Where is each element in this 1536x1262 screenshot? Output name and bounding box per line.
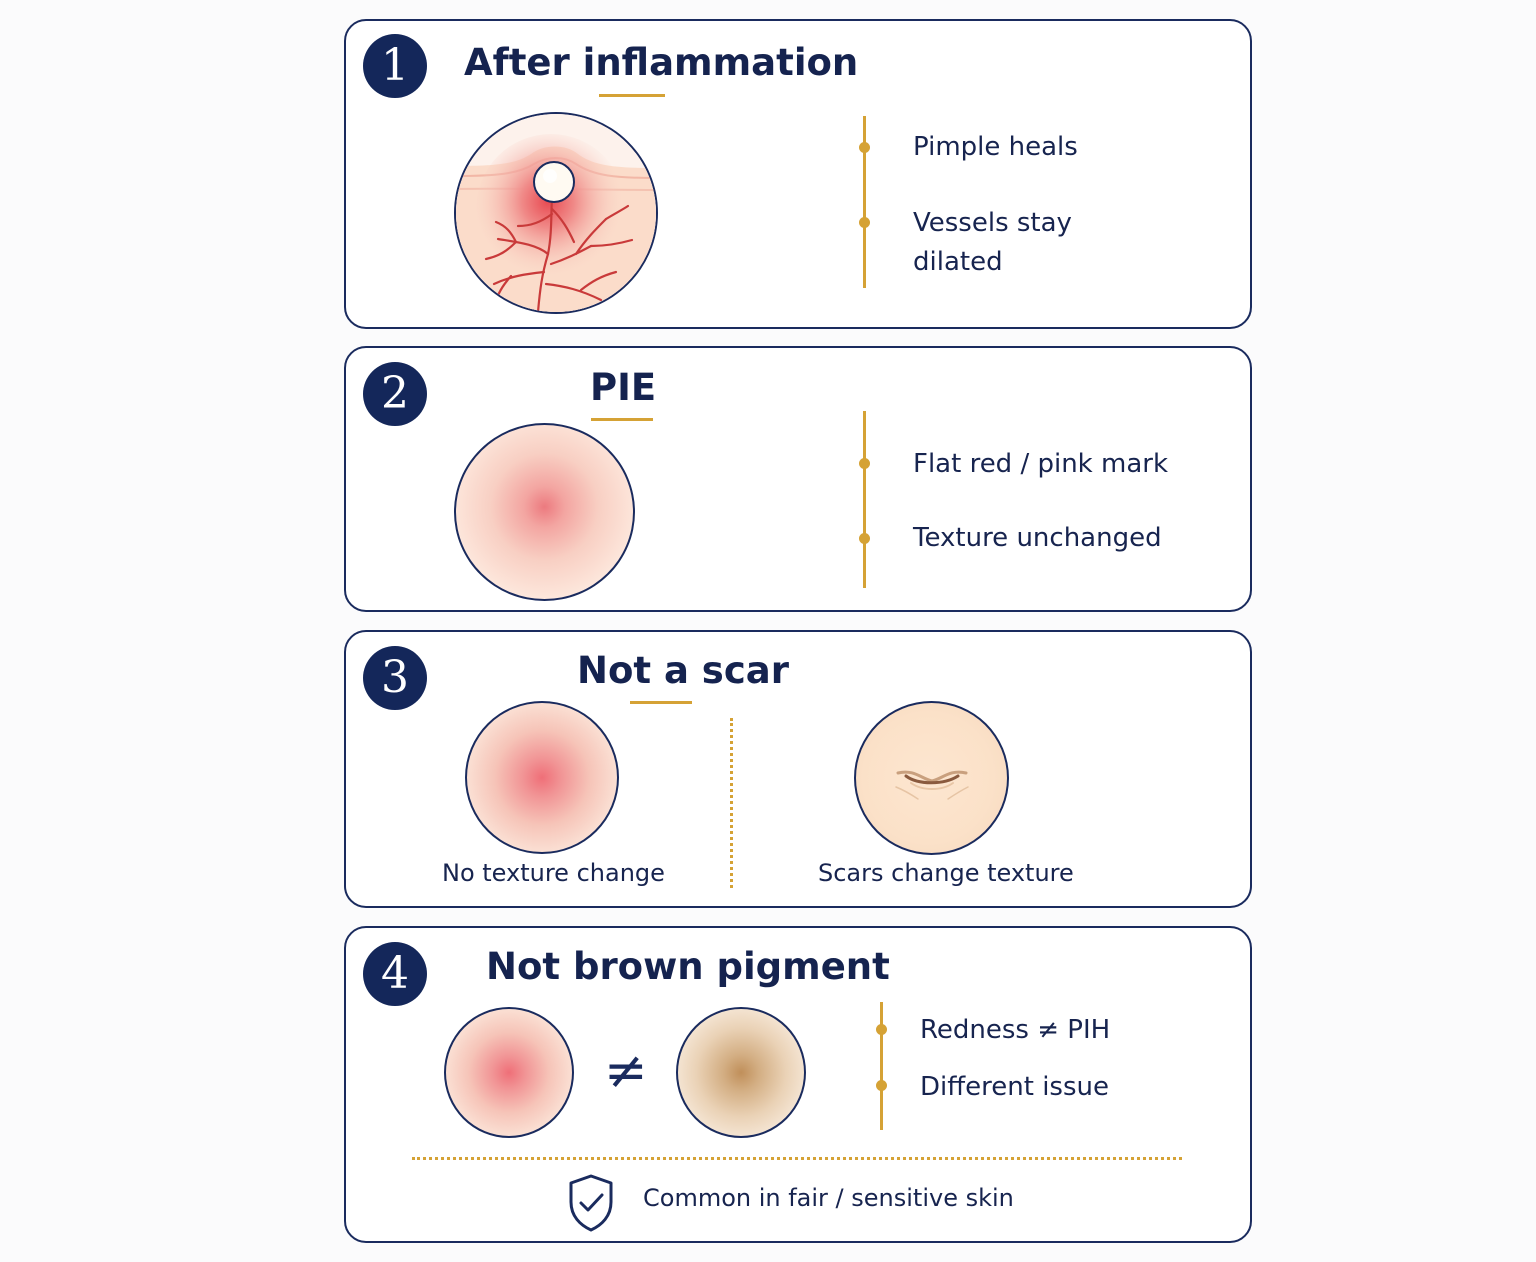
not-equal-symbol: ≠ bbox=[604, 1041, 648, 1101]
blood-vessels bbox=[484, 194, 634, 312]
step-number-badge: 4 bbox=[363, 942, 427, 1006]
step-title: Not brown pigment bbox=[486, 945, 890, 988]
bullet-line bbox=[863, 411, 866, 588]
bullet-line bbox=[863, 116, 866, 288]
bullet-text: Redness ≠ PIH bbox=[920, 1015, 1111, 1045]
title-underline bbox=[591, 418, 653, 421]
bullet-dot bbox=[859, 217, 870, 228]
skin-layers-graphic bbox=[456, 114, 656, 312]
step-1-panel: 1 After inflammation bbox=[344, 19, 1252, 329]
pie-mark-illustration bbox=[454, 423, 635, 601]
bullet-dot bbox=[859, 458, 870, 469]
bullet-line bbox=[880, 1002, 883, 1130]
step-title: PIE bbox=[590, 366, 657, 409]
bullet-dot bbox=[859, 533, 870, 544]
skin-cross-section-illustration bbox=[454, 112, 658, 314]
shield-check-icon bbox=[566, 1172, 616, 1234]
bullet-text: Flat red / pink mark bbox=[913, 449, 1169, 479]
bullet-dot bbox=[859, 142, 870, 153]
scar-indentation-illustration bbox=[854, 701, 1009, 855]
comparison-divider bbox=[730, 718, 733, 888]
step-title: Not a scar bbox=[577, 649, 789, 692]
step-3-panel: 3 Not a scar No texture change Scars cha… bbox=[344, 630, 1252, 908]
step-title: After inflammation bbox=[464, 41, 859, 84]
red-mark-no-texture-illustration bbox=[465, 701, 619, 854]
step-4-panel: 4 Not brown pigment ≠ Redness ≠ PIH Diff… bbox=[344, 926, 1252, 1243]
comparison-caption: No texture change bbox=[442, 859, 665, 887]
bullet-dot bbox=[876, 1080, 887, 1091]
red-mark-illustration bbox=[444, 1007, 574, 1138]
step-number-badge: 2 bbox=[363, 362, 427, 426]
step-2-panel: 2 PIE Flat red / pink mark Texture uncha… bbox=[344, 346, 1252, 612]
footer-divider bbox=[412, 1157, 1182, 1160]
scar-graphic bbox=[895, 770, 969, 800]
brown-pigment-illustration bbox=[676, 1007, 806, 1138]
step-number-badge: 3 bbox=[363, 646, 427, 710]
title-underline bbox=[630, 701, 692, 704]
bullet-text: Vessels stay dilated bbox=[913, 208, 1072, 277]
step-number-badge: 1 bbox=[363, 34, 427, 98]
comparison-caption: Scars change texture bbox=[818, 859, 1074, 887]
bullet-dot bbox=[876, 1024, 887, 1035]
footer-note: Common in fair / sensitive skin bbox=[643, 1184, 1014, 1212]
bullet-text: Texture unchanged bbox=[913, 523, 1162, 553]
bullet-text: Pimple heals bbox=[913, 132, 1078, 162]
title-underline bbox=[599, 94, 665, 97]
bullet-text: Different issue bbox=[920, 1072, 1109, 1102]
